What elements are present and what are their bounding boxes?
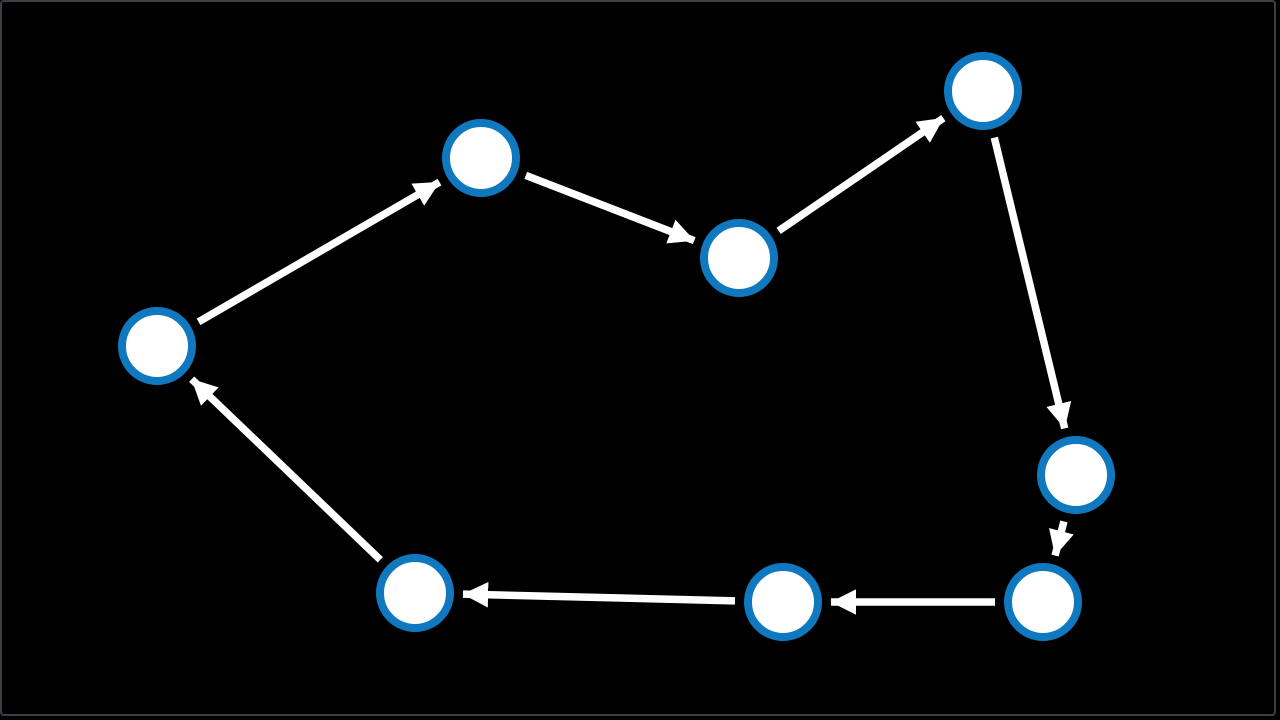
graph-node-top-mid xyxy=(700,219,778,297)
graph-node-bottom-left xyxy=(376,554,454,632)
graph-edge-top-mid-to-top-right xyxy=(776,115,946,234)
graph-node-right xyxy=(1037,436,1115,514)
graph-edge-left-to-top-left xyxy=(196,178,442,326)
graph-node-top-right xyxy=(944,52,1022,130)
graph-edge-right-to-bottom-right xyxy=(1049,520,1074,557)
graph-node-left xyxy=(118,307,196,385)
graph-node-top-left xyxy=(442,119,520,197)
graph-edge-top-right-to-right xyxy=(990,136,1072,430)
graph-edge-bottom-mid-to-bottom-left xyxy=(462,582,736,608)
graph-node-bottom-mid xyxy=(744,563,822,641)
graph-node-bottom-right xyxy=(1004,563,1082,641)
graph-edge-bottom-left-to-left xyxy=(189,376,383,563)
graph-edge-top-left-to-top-mid xyxy=(524,171,696,245)
